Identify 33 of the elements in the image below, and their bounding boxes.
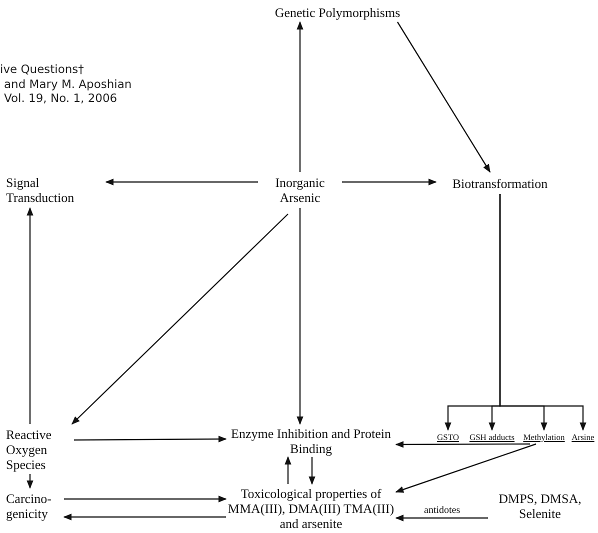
concept-label: Biotransformation: [452, 176, 548, 190]
arrow: [26, 474, 34, 489]
arrow: [296, 208, 304, 425]
arrow: [105, 178, 258, 186]
concept-label: Methylation: [523, 431, 565, 443]
arrow: [74, 436, 227, 442]
arrow: [71, 214, 288, 425]
concept-label: Genetic Polymorphisms: [274, 4, 400, 20]
concept-label: Enzyme Inhibition and Protein Binding: [230, 426, 392, 456]
concept-label: Toxicological properties of MMA(III), DMA(III) TMA(III) and arsenite: [226, 486, 396, 530]
arrow: [499, 194, 586, 431]
concept-label: Inorganic Arsenic: [274, 175, 326, 205]
arrow: [396, 22, 491, 173]
concept-label: Reactive Oxygen Species: [6, 426, 52, 472]
arrow: [395, 514, 488, 522]
arrow: [395, 441, 530, 448]
arrow: [284, 456, 292, 484]
arrow: [64, 496, 227, 502]
concept-label: GSTO: [436, 431, 460, 443]
concept-label: Carcino- genicity: [6, 491, 52, 521]
concept-label: Arsine: [572, 431, 594, 443]
concept-label: Signal Transduction: [6, 175, 76, 205]
arrow: [26, 207, 34, 424]
arrow: [63, 514, 226, 520]
arrow: [342, 178, 437, 186]
citation-text: ive Questions†: [0, 62, 84, 77]
arrow: [395, 443, 536, 493]
citation-text: and Mary M. Aposhian: [4, 76, 132, 92]
arrow: [296, 21, 304, 172]
concept-label: DMPS, DMSA, Selenite: [498, 491, 582, 521]
concept-label: GSH adducts: [469, 431, 515, 443]
arrow: [308, 457, 316, 485]
citation-text: Vol. 19, No. 1, 2006: [4, 91, 118, 106]
